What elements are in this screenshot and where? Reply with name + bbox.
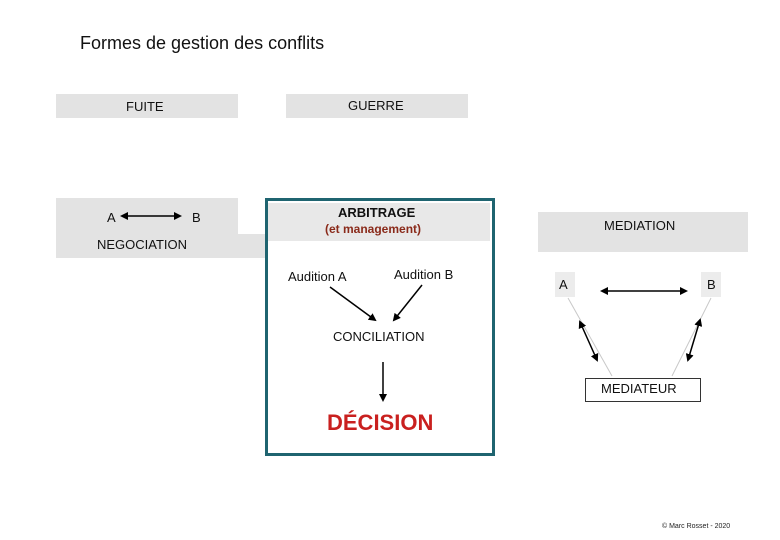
negociation-party-a: A: [107, 210, 116, 225]
negociation-party-b: B: [192, 210, 201, 225]
mediation-party-a: A: [559, 277, 568, 292]
mediation-box: [538, 212, 748, 252]
mediation-a-mediateur-arrow: [578, 320, 599, 362]
conciliation-label: CONCILIATION: [333, 329, 425, 344]
fuite-box: [56, 94, 238, 118]
copyright: © Marc Rosset - 2020: [662, 523, 731, 530]
arbitrage-title: ARBITRAGE: [338, 205, 416, 220]
mediation-party-b: B: [707, 277, 716, 292]
mediation-b-line: [671, 297, 712, 377]
decision-label: DÉCISION: [327, 410, 434, 435]
audition-b-arrow: [392, 284, 423, 322]
audition-a-arrow: [329, 286, 377, 322]
arbitrage-header: [268, 203, 490, 241]
guerre-label: GUERRE: [348, 98, 404, 113]
page-title: Formes de gestion des conflits: [80, 33, 325, 53]
mediateur-box: [585, 378, 701, 402]
mediation-label: MEDIATION: [604, 218, 676, 233]
arbitrage-frame: [265, 198, 495, 456]
guerre-box: [286, 94, 468, 118]
mediation-a-line: [567, 297, 613, 377]
mediateur-label: MEDIATEUR: [601, 381, 677, 396]
arbitrage-subtitle: (et management): [325, 222, 422, 236]
mediation-b-mediateur-arrow: [685, 318, 703, 362]
negociation-box: [56, 234, 266, 258]
audition-b-label: Audition B: [394, 267, 454, 282]
mediation-party-a-box: [555, 272, 575, 297]
fuite-label: FUITE: [126, 99, 164, 114]
mediation-party-b-box: [701, 272, 721, 297]
negociation-label: NEGOCIATION: [97, 237, 188, 252]
audition-a-label: Audition A: [288, 269, 347, 284]
